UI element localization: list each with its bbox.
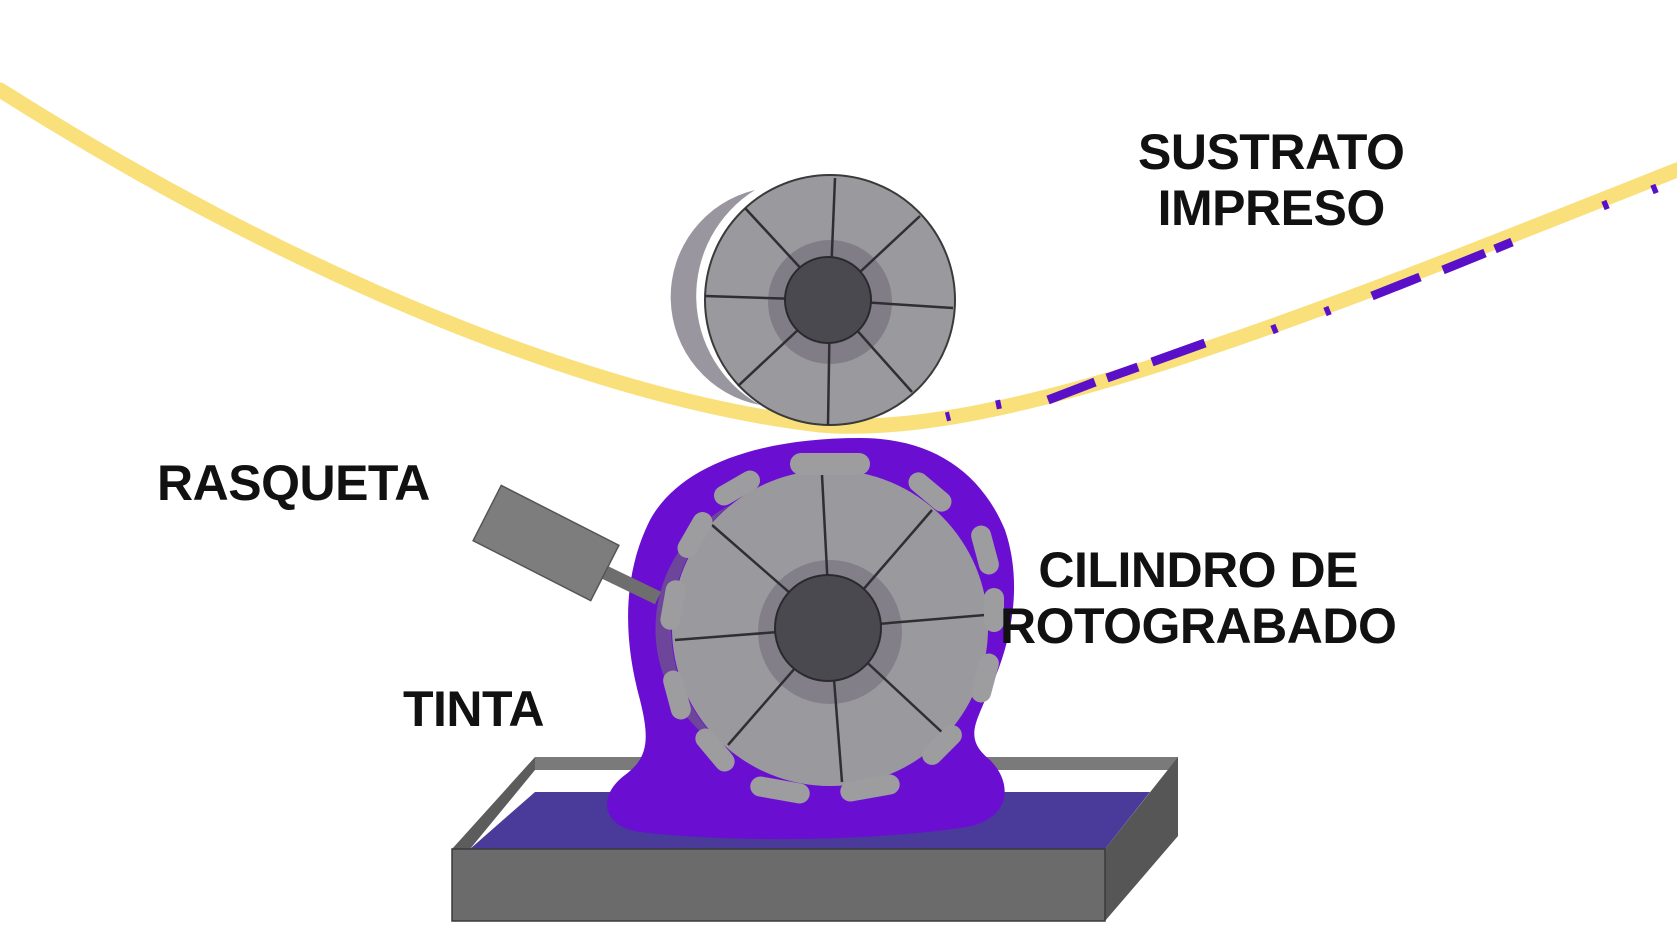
impression-roller-shade [670,190,760,405]
printed-ink-marks [944,183,1659,422]
gravure-cylinder [655,453,1004,804]
tray-left-wall [452,757,535,849]
label-sustrato-line-1: SUSTRATO [1138,124,1405,180]
tray-front-wall [451,848,1106,922]
impression-roller-hub [784,256,872,344]
doctor-blade-holder [472,484,620,602]
label-cilindro-line-1: CILINDRO DE [1038,542,1358,598]
gravure-cylinder-hub [774,574,882,682]
doctor-blade [472,484,662,605]
label-cilindro-de-rotograbado: CILINDRO DE ROTOGRABADO [1000,542,1397,654]
doctor-blade-tip [596,563,662,605]
gravure-cells [660,453,1004,804]
label-rasqueta: RASQUETA [157,455,430,511]
label-sustrato-impreso: SUSTRATO IMPRESO [1138,124,1405,236]
impression-roller [670,174,956,426]
label-tinta: TINTA [403,681,544,737]
tray-right-wall [1105,757,1178,921]
label-cilindro-line-2: ROTOGRABADO [1000,598,1397,654]
label-sustrato-line-2: IMPRESO [1157,180,1386,236]
